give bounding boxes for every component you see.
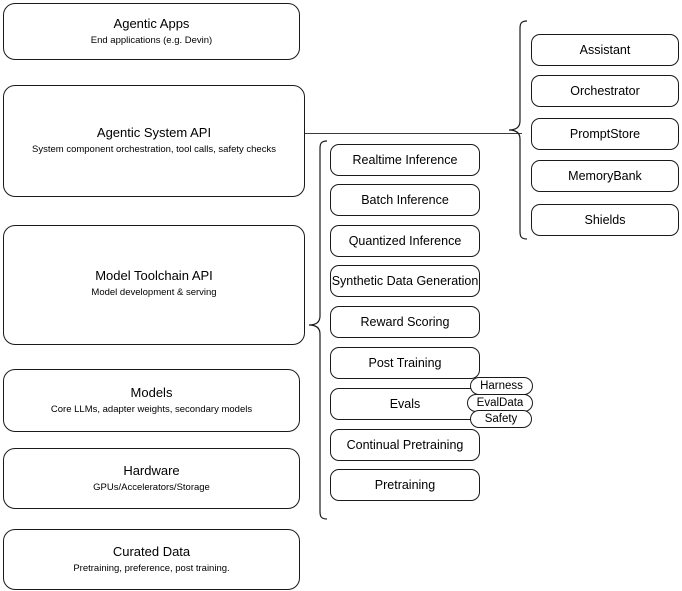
layer-box-curated-data[interactable]: Curated Data Pretraining, preference, po…	[3, 529, 300, 590]
brace-toolchain-components	[308, 140, 328, 520]
component-label: PromptStore	[569, 127, 641, 141]
layer-box-hardware[interactable]: Hardware GPUs/Accelerators/Storage	[3, 448, 300, 509]
layer-box-agentic-apps[interactable]: Agentic Apps End applications (e.g. Devi…	[3, 3, 300, 60]
evals-tag-label: Harness	[480, 380, 523, 392]
evals-tag-label: EvalData	[476, 397, 524, 409]
component-label: Synthetic Data Generation	[331, 274, 479, 288]
component-box-orchestrator[interactable]: Orchestrator	[531, 75, 679, 107]
component-box-memorybank[interactable]: MemoryBank	[531, 160, 679, 192]
layer-box-agentic-system-api[interactable]: Agentic System API System component orch…	[3, 85, 305, 197]
layer-box-model-toolchain-api[interactable]: Model Toolchain API Model development & …	[3, 225, 305, 345]
evals-tag-harness[interactable]: Harness	[470, 377, 533, 395]
layer-subtitle: GPUs/Accelerators/Storage	[93, 482, 210, 493]
component-label: Reward Scoring	[360, 315, 450, 329]
layer-title: Model Toolchain API	[95, 268, 213, 283]
component-box-quantized-inference[interactable]: Quantized Inference	[330, 225, 480, 257]
component-box-shields[interactable]: Shields	[531, 204, 679, 236]
layer-title: Curated Data	[112, 544, 191, 559]
layer-subtitle: Model development & serving	[91, 287, 217, 298]
evals-tag-safety[interactable]: Safety	[470, 410, 532, 428]
evals-tag-label: Safety	[484, 413, 518, 425]
component-box-promptstore[interactable]: PromptStore	[531, 118, 679, 150]
layer-title: Models	[130, 385, 173, 400]
layer-subtitle: Core LLMs, adapter weights, secondary mo…	[50, 404, 253, 415]
component-label: MemoryBank	[568, 169, 642, 183]
component-box-pretraining[interactable]: Pretraining	[330, 469, 480, 501]
component-box-realtime-inference[interactable]: Realtime Inference	[330, 144, 480, 176]
layer-title: Hardware	[123, 463, 180, 478]
layer-subtitle: End applications (e.g. Devin)	[90, 35, 213, 46]
component-label: Realtime Inference	[352, 153, 458, 167]
component-box-batch-inference[interactable]: Batch Inference	[330, 184, 480, 216]
component-label: Quantized Inference	[348, 234, 462, 248]
component-label: Shields	[584, 213, 626, 227]
layer-title: Agentic System API	[96, 125, 212, 140]
component-label: Pretraining	[374, 478, 436, 492]
component-label: Post Training	[368, 356, 442, 370]
component-box-assistant[interactable]: Assistant	[531, 34, 679, 66]
component-label: Evals	[389, 397, 421, 411]
component-label: Continual Pretraining	[346, 438, 464, 452]
component-box-synthetic-data-generation[interactable]: Synthetic Data Generation	[330, 265, 480, 297]
component-label: Orchestrator	[570, 84, 640, 98]
layer-subtitle: Pretraining, preference, post training.	[73, 563, 230, 574]
layer-box-models[interactable]: Models Core LLMs, adapter weights, secon…	[3, 369, 300, 432]
component-box-continual-pretraining[interactable]: Continual Pretraining	[330, 429, 480, 461]
component-box-evals[interactable]: Evals	[330, 388, 480, 420]
component-label: Batch Inference	[361, 193, 449, 207]
component-label: Assistant	[579, 43, 631, 57]
component-box-post-training[interactable]: Post Training	[330, 347, 480, 379]
layer-subtitle: System component orchestration, tool cal…	[32, 144, 276, 155]
layer-title: Agentic Apps	[113, 16, 190, 31]
connector-agentic-system-to-components	[305, 133, 522, 134]
component-box-reward-scoring[interactable]: Reward Scoring	[330, 306, 480, 338]
brace-agentic-components	[508, 20, 528, 240]
